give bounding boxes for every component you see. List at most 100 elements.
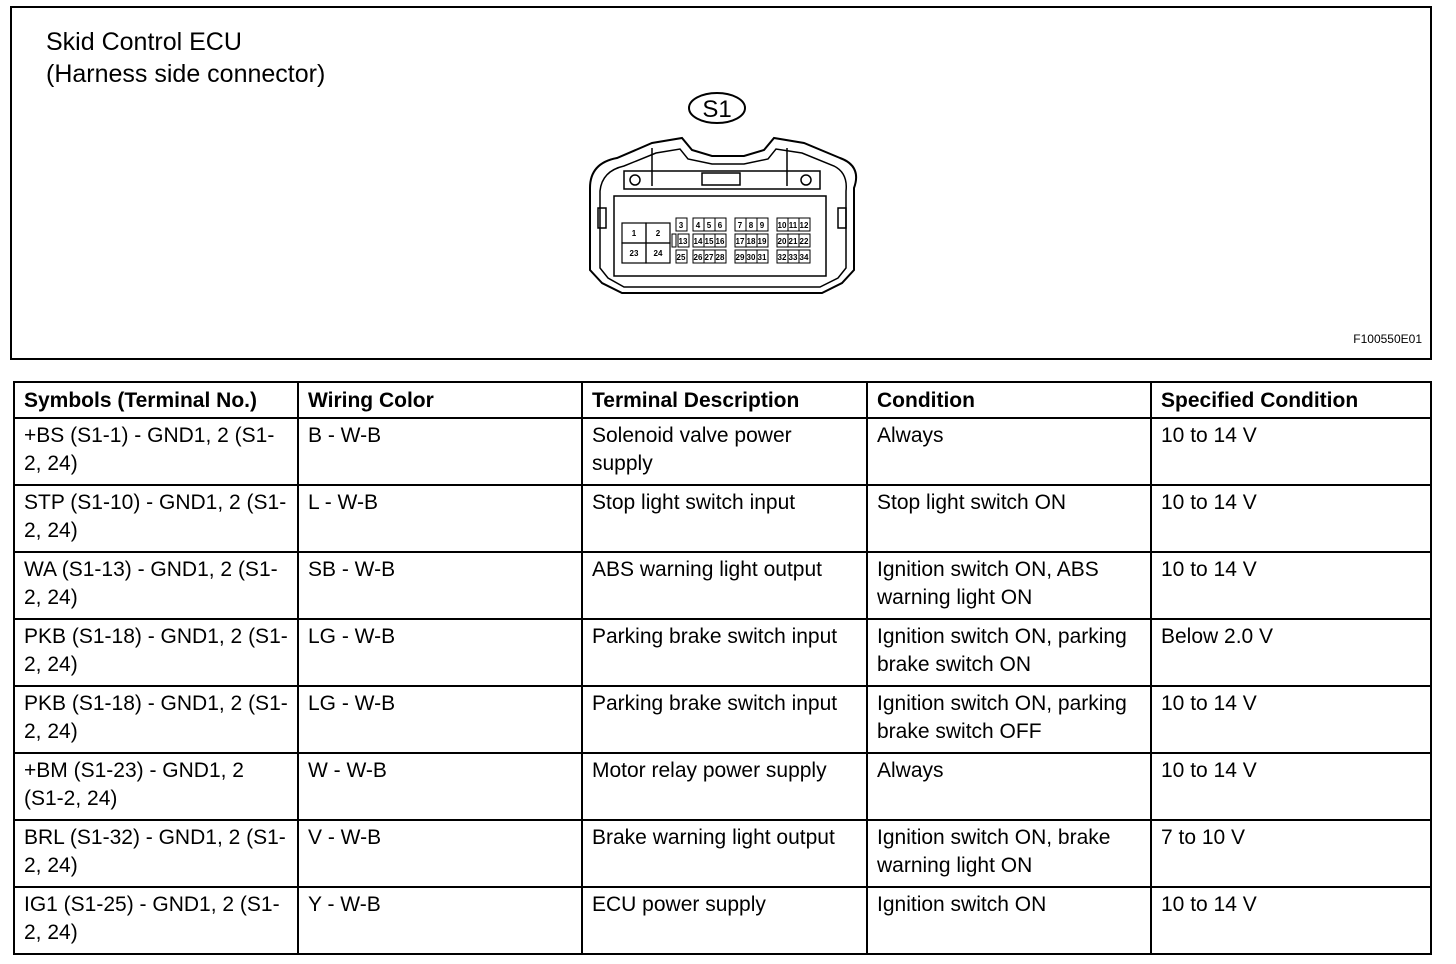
connector-diagram: Skid Control ECU (Harness side connector… xyxy=(10,6,1432,360)
cell-condition: Ignition switch ON, brake warning light … xyxy=(866,819,1152,888)
cell-condition: Ignition switch ON, parking brake switch… xyxy=(866,618,1152,687)
cell-specified: 10 to 14 V xyxy=(1150,551,1432,620)
cell-description: Parking brake switch input xyxy=(581,685,868,754)
svg-text:30: 30 xyxy=(747,253,756,262)
svg-text:11: 11 xyxy=(789,221,798,230)
cell-symbol: BRL (S1-32) - GND1, 2 (S1-2, 24) xyxy=(13,819,299,888)
connector-housing xyxy=(589,136,858,294)
cell-specified: 10 to 14 V xyxy=(1150,886,1432,955)
small-pins-row3 xyxy=(675,249,811,264)
cell-symbol: PKB (S1-18) - GND1, 2 (S1-2, 24) xyxy=(13,618,299,687)
svg-text:21: 21 xyxy=(789,237,798,246)
cell-symbol: STP (S1-10) - GND1, 2 (S1-2, 24) xyxy=(13,484,299,553)
header-wiring-color: Wiring Color xyxy=(297,381,583,419)
cell-condition: Stop light switch ON xyxy=(866,484,1152,553)
table-row: PKB (S1-18) - GND1, 2 (S1-2, 24) LG - W-… xyxy=(13,618,1432,687)
connector-housing-inner xyxy=(599,148,847,288)
large-pins: 1 2 23 24 xyxy=(621,222,671,264)
latch-tab xyxy=(701,172,741,186)
cell-specified: 10 to 14 V xyxy=(1150,752,1432,821)
svg-text:25: 25 xyxy=(677,253,686,262)
connector-drawing: S1 1 2 23 24 xyxy=(589,92,858,294)
svg-text:20: 20 xyxy=(778,237,787,246)
cell-specified: Below 2.0 V xyxy=(1150,618,1432,687)
cell-description: Brake warning light output xyxy=(581,819,868,888)
svg-text:1: 1 xyxy=(632,229,637,238)
cell-symbol: PKB (S1-18) - GND1, 2 (S1-2, 24) xyxy=(13,685,299,754)
table-row: STP (S1-10) - GND1, 2 (S1-2, 24) L - W-B… xyxy=(13,484,1432,553)
cell-specified: 10 to 14 V xyxy=(1150,685,1432,754)
pin-field xyxy=(613,195,827,277)
table-row: PKB (S1-18) - GND1, 2 (S1-2, 24) LG - W-… xyxy=(13,685,1432,754)
header-specified-condition: Specified Condition xyxy=(1150,381,1432,419)
svg-text:6: 6 xyxy=(718,221,723,230)
cell-symbol: WA (S1-13) - GND1, 2 (S1-2, 24) xyxy=(13,551,299,620)
svg-text:26: 26 xyxy=(694,253,703,262)
svg-text:33: 33 xyxy=(789,253,798,262)
svg-text:15: 15 xyxy=(705,237,714,246)
svg-text:18: 18 xyxy=(747,237,756,246)
cell-condition: Always xyxy=(866,417,1152,486)
small-pins-row2 xyxy=(671,233,811,248)
connector-latch xyxy=(623,170,821,190)
terminal-spec-table: Symbols (Terminal No.) Wiring Color Term… xyxy=(13,381,1432,955)
svg-text:19: 19 xyxy=(758,237,767,246)
svg-text:7: 7 xyxy=(738,221,743,230)
svg-text:32: 32 xyxy=(778,253,787,262)
svg-text:2: 2 xyxy=(656,229,661,238)
small-pins-row1 xyxy=(675,217,811,232)
svg-text:31: 31 xyxy=(758,253,767,262)
svg-text:27: 27 xyxy=(705,253,714,262)
diagram-title-line2: (Harness side connector) xyxy=(46,60,326,88)
cell-wiring-color: W - W-B xyxy=(297,752,583,821)
latch-hole-left xyxy=(629,174,641,186)
svg-text:17: 17 xyxy=(736,237,745,246)
svg-text:23: 23 xyxy=(630,249,639,258)
cell-wiring-color: Y - W-B xyxy=(297,886,583,955)
cell-wiring-color: B - W-B xyxy=(297,417,583,486)
svg-text:12: 12 xyxy=(800,221,809,230)
table-row: +BM (S1-23) - GND1, 2 (S1-2, 24) W - W-B… xyxy=(13,752,1432,821)
svg-text:24: 24 xyxy=(654,249,663,258)
cell-description: Stop light switch input xyxy=(581,484,868,553)
table-row: BRL (S1-32) - GND1, 2 (S1-2, 24) V - W-B… xyxy=(13,819,1432,888)
cell-wiring-color: SB - W-B xyxy=(297,551,583,620)
header-symbols: Symbols (Terminal No.) xyxy=(13,381,299,419)
cell-condition: Ignition switch ON xyxy=(866,886,1152,955)
svg-text:14: 14 xyxy=(694,237,703,246)
cell-symbol: IG1 (S1-25) - GND1, 2 (S1-2, 24) xyxy=(13,886,299,955)
cell-condition: Ignition switch ON, parking brake switch… xyxy=(866,685,1152,754)
latch-hole-right xyxy=(800,174,812,186)
svg-text:5: 5 xyxy=(707,221,712,230)
cell-description: ABS warning light output xyxy=(581,551,868,620)
cell-description: ECU power supply xyxy=(581,886,868,955)
cell-description: Solenoid valve power supply xyxy=(581,417,868,486)
cell-wiring-color: L - W-B xyxy=(297,484,583,553)
cell-specified: 10 to 14 V xyxy=(1150,417,1432,486)
cell-wiring-color: LG - W-B xyxy=(297,618,583,687)
svg-text:4: 4 xyxy=(696,221,701,230)
table-row: +BS (S1-1) - GND1, 2 (S1-2, 24) B - W-B … xyxy=(13,417,1432,486)
svg-text:34: 34 xyxy=(800,253,809,262)
svg-text:16: 16 xyxy=(716,237,725,246)
cell-description: Motor relay power supply xyxy=(581,752,868,821)
cell-symbol: +BS (S1-1) - GND1, 2 (S1-2, 24) xyxy=(13,417,299,486)
cell-condition: Ignition switch ON, ABS warning light ON xyxy=(866,551,1152,620)
cell-symbol: +BM (S1-23) - GND1, 2 (S1-2, 24) xyxy=(13,752,299,821)
table-row: WA (S1-13) - GND1, 2 (S1-2, 24) SB - W-B… xyxy=(13,551,1432,620)
cell-specified: 10 to 14 V xyxy=(1150,484,1432,553)
cell-wiring-color: V - W-B xyxy=(297,819,583,888)
svg-text:28: 28 xyxy=(716,253,725,262)
connector-label: S1 xyxy=(702,96,731,123)
header-condition: Condition xyxy=(866,381,1152,419)
svg-text:3: 3 xyxy=(679,221,684,230)
svg-text:29: 29 xyxy=(736,253,745,262)
cell-wiring-color: LG - W-B xyxy=(297,685,583,754)
cell-specified: 7 to 10 V xyxy=(1150,819,1432,888)
connector-label-oval xyxy=(688,92,746,124)
cell-condition: Always xyxy=(866,752,1152,821)
cell-description: Parking brake switch input xyxy=(581,618,868,687)
svg-text:9: 9 xyxy=(760,221,765,230)
table-row: IG1 (S1-25) - GND1, 2 (S1-2, 24) Y - W-B… xyxy=(13,886,1432,955)
svg-text:22: 22 xyxy=(800,237,809,246)
